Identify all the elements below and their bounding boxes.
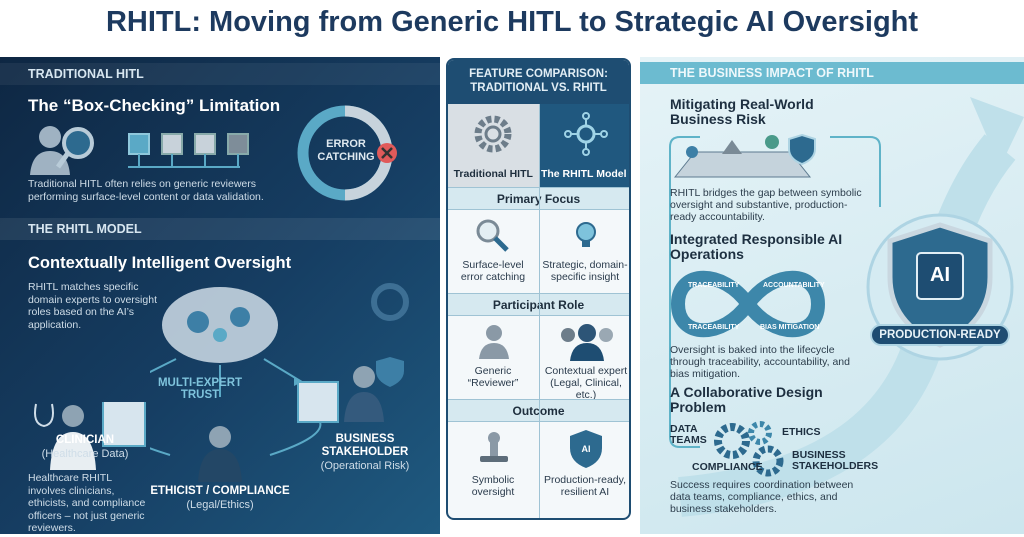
- gear-label-business: BUSINESS STAKEHOLDERS: [792, 449, 879, 472]
- reviewer-checkboxes-icon: [30, 126, 249, 175]
- gear-label-data-teams: DATA TEAMS: [670, 423, 707, 446]
- infinity-loop-icon: TRACEABILITY ACCOUNTABILITY TRACEABILITY…: [670, 270, 825, 338]
- participant-role-traditional: Generic “Reviewer”: [467, 365, 519, 389]
- person-icon: [479, 325, 509, 359]
- loop-label: ACCOUNTABILITY: [763, 282, 825, 289]
- multi-expert-trust-label: MULTI-EXPERT TRUST: [157, 377, 243, 401]
- impact-text-operations: Oversight is baked into the lifecycle th…: [670, 344, 850, 380]
- role-ethicist: ETHICIST / COMPLIANCE: [150, 485, 290, 497]
- loop-label: TRACEABILITY: [688, 324, 740, 331]
- stamp-icon: [480, 432, 508, 462]
- ethicist-icon: [209, 426, 231, 448]
- right-panel: THE BUSINESS IMPACT OF RHITL Mitigating …: [640, 57, 1024, 534]
- gear-label-compliance: COMPLIANCE: [692, 461, 763, 473]
- impact-text-collaborative: Success requires coordination between da…: [670, 479, 854, 515]
- loop-label: TRACEABILITY: [688, 282, 740, 289]
- production-ready-badge: PRODUCTION-READY: [870, 324, 1010, 346]
- impact-text-risk: RHITL bridges the gap between symbolic o…: [670, 187, 862, 223]
- col-traditional-label: Traditional HITL: [453, 168, 533, 180]
- gear-label-ethics: ETHICS: [782, 426, 821, 438]
- traditional-description: Traditional HITL often relies on generic…: [28, 178, 264, 203]
- traditional-band: TRADITIONAL HITL: [0, 63, 440, 85]
- shield-ai-text: AI: [930, 264, 950, 286]
- role-business-sub: (Operational Risk): [320, 460, 410, 472]
- rhitl-footer: Healthcare RHITL involves clinicians, et…: [28, 472, 146, 534]
- brain-icon: [162, 287, 278, 363]
- network-icon: [371, 283, 409, 321]
- col-rhitl-label: The RHITL Model: [540, 168, 627, 180]
- comparison-header: FEATURE COMPARISON: TRADITIONAL VS. RHIT…: [448, 60, 629, 104]
- ai-shield-icon: AI: [570, 430, 602, 468]
- experts-group-icon: [561, 324, 613, 361]
- multi-expert-diagram: [150, 283, 409, 482]
- gears-icon: [714, 421, 784, 477]
- outcome-traditional: Symbolic oversight: [471, 474, 515, 498]
- rhitl-heading: Contextually Intelligent Oversight: [28, 254, 292, 272]
- magnifier-icon: [476, 219, 509, 252]
- left-panel: TRADITIONAL HITL The “Box-Checking” Limi…: [0, 57, 440, 534]
- shield-check-icon: [376, 357, 404, 387]
- impact-band: THE BUSINESS IMPACT OF RHITL: [640, 62, 1024, 84]
- participant-role-rhitl: Contextual expert (Legal, Clinical, etc.…: [544, 365, 628, 401]
- network-hub-icon: [564, 112, 608, 156]
- ai-production-shield: [866, 213, 1014, 361]
- page-title: RHITL: Moving from Generic HITL to Strat…: [105, 6, 919, 38]
- feature-comparison-card: FEATURE COMPARISON: TRADITIONAL VS. RHIT…: [446, 58, 631, 520]
- role-ethicist-sub: (Legal/Ethics): [186, 499, 254, 511]
- primary-focus-rhitl: Strategic, domain-specific insight: [542, 259, 628, 283]
- rhitl-band: THE RHITL MODEL: [0, 218, 440, 240]
- error-catching-label: ERROR CATCHING: [317, 138, 375, 163]
- loop-label: BIAS MITIGATION: [760, 324, 819, 331]
- impact-heading-risk: Mitigating Real-World Business Risk: [670, 96, 814, 127]
- role-clinician-sub: (Healthcare Data): [41, 448, 129, 460]
- primary-focus-traditional: Surface-level error catching: [460, 259, 526, 283]
- lightbulb-icon: [576, 222, 596, 247]
- role-business: BUSINESS STAKEHOLDER: [321, 433, 409, 458]
- error-catching-ring: [297, 105, 397, 201]
- map-shield-icon: [673, 133, 816, 178]
- traditional-heading: The “Box-Checking” Limitation: [28, 96, 281, 115]
- outcome-rhitl: Production-ready, resilient AI: [543, 474, 627, 498]
- rhitl-description: RHITL matches specific domain experts to…: [28, 281, 157, 331]
- col-traditional: [448, 104, 539, 187]
- svg-text:AI: AI: [582, 444, 591, 454]
- clinician-icon: [34, 402, 146, 470]
- impact-heading-operations: Integrated Responsible AI Operations: [670, 231, 843, 262]
- gear-icon: [474, 115, 512, 153]
- role-clinician: CLINICIAN: [55, 434, 115, 446]
- impact-heading-collaborative: A Collaborative Design Problem: [670, 384, 823, 415]
- column-divider: [538, 104, 540, 518]
